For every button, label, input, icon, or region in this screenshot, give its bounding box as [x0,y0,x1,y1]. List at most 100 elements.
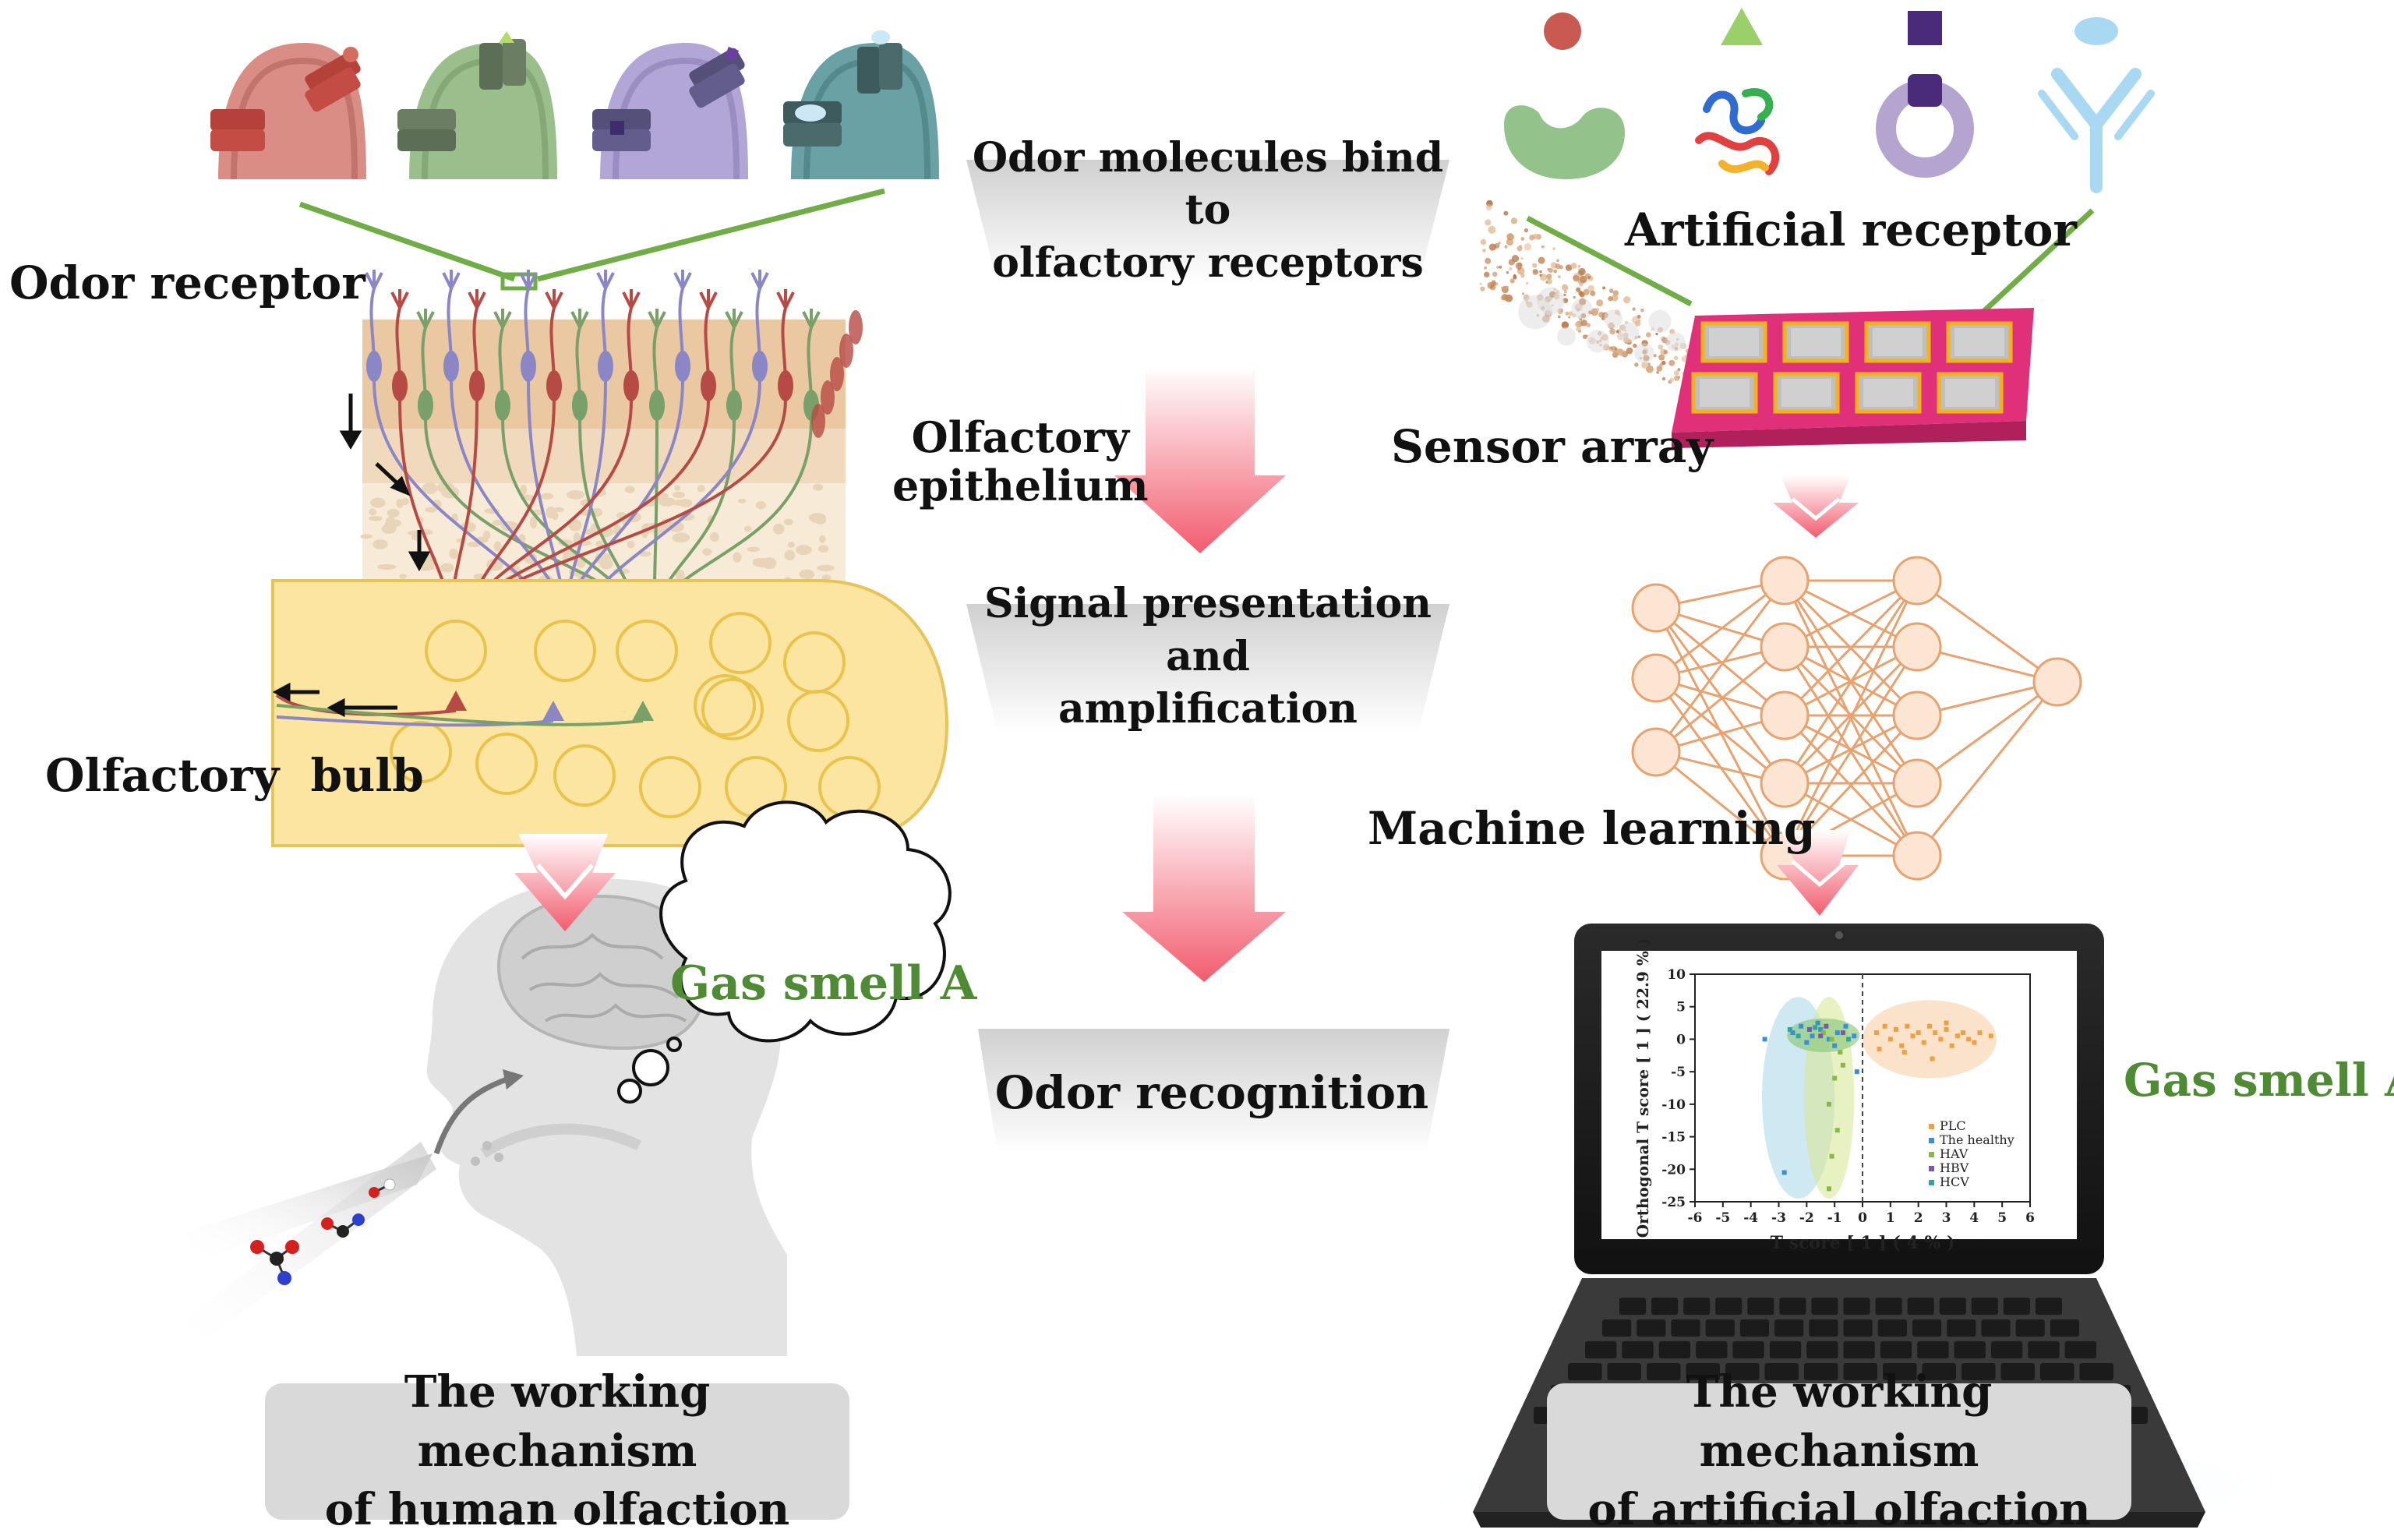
data-point [1944,1020,1949,1026]
thought-text: Gas smell A [670,956,977,1011]
x-tick-label: -2 [1799,1210,1814,1226]
y-tick-label: 5 [1676,1000,1686,1015]
purple-square-ligand [1908,11,1942,45]
data-point [1829,1037,1834,1042]
data-point [1894,1026,1898,1032]
artificial-olfaction-title: The working mechanism of artificial olfac… [1547,1366,2131,1535]
data-point [1921,1040,1926,1045]
odor-molecule-cone [175,1142,436,1356]
data-point [1796,1033,1801,1039]
olfactory-bulb-label: Olfactory bulb [45,749,424,802]
data-point [1854,1069,1859,1075]
olfactory-epithelium [360,270,863,648]
data-point [1966,1037,1972,1042]
artificial-receptor-label: Artificial receptor [1625,203,2077,256]
ring-receptor [1876,74,1974,178]
x-tick-label: 1 [1886,1210,1895,1226]
step3-text: Odor recognition [994,1065,1429,1119]
human-title-line2: of human olfaction [324,1484,790,1536]
artificial-title-line2: of artificial olfaction [1587,1484,2091,1536]
data-point [1949,1043,1954,1048]
human-olfaction-title: The working mechanism of human olfaction [265,1366,849,1535]
olfactory-epithelium-line2: epithelium [892,461,1149,511]
step2-box: Signal presentation and amplification [966,580,1449,733]
y-tick-label: 0 [1676,1032,1686,1047]
data-point [1790,1030,1796,1036]
receptor-cell-purple [592,43,748,180]
data-point [1815,1020,1820,1026]
x-tick-label: -3 [1771,1210,1786,1226]
y-tick-label: 10 [1667,967,1686,983]
data-point [1827,1037,1831,1042]
human-title-line1: The working mechanism [404,1366,711,1477]
legend-marker [1929,1138,1934,1143]
data-point [1838,1050,1843,1055]
odor-receptor-cells [210,30,939,180]
flow-arrows-black [272,394,431,718]
step2-line2: amplification [1058,685,1358,733]
x-tick-label: 4 [1969,1210,1979,1226]
step2-line1: Signal presentation and [983,580,1432,680]
data-point [1944,1026,1949,1032]
data-point [1799,1023,1804,1029]
artificial-receptors [1504,8,2155,314]
antibody-receptor [2038,68,2155,193]
data-point [1827,1186,1831,1192]
data-point [1905,1023,1910,1029]
data-point [1781,1170,1787,1175]
data-point [1813,1025,1818,1030]
x-tick-label: -1 [1827,1210,1842,1226]
data-point [1988,1033,1993,1039]
artificial-title-line1: The working mechanism [1686,1366,1993,1477]
left-down-arrow [514,834,616,931]
x-tick-label: 0 [1858,1210,1867,1226]
green-triangle-ligand [1721,8,1763,45]
legend-entry: HCV [1940,1174,1969,1189]
data-point [1938,1037,1944,1042]
data-point [1827,1101,1831,1107]
data-point [1824,1023,1829,1029]
x-tick-label: 3 [1942,1210,1951,1226]
x-tick-label: -4 [1743,1210,1758,1226]
data-point [1846,1037,1852,1042]
data-point [1916,1030,1921,1036]
data-point [1877,1046,1882,1051]
data-point [1810,1033,1815,1039]
thought-bubble [617,800,952,1104]
step1-line1: Odor molecules bind to [972,133,1444,235]
data-point [1901,1050,1907,1055]
receptor-cell-teal [783,30,939,180]
data-point [1834,1128,1840,1133]
y-tick-label: -20 [1661,1162,1686,1178]
data-point [1762,1037,1767,1042]
y-tick-label: -10 [1661,1097,1686,1113]
x-axis-label: T score [ 1 ] ( 4 % ) [1771,1233,1955,1253]
data-point [1804,1040,1810,1045]
data-point [1834,1030,1840,1036]
data-point [1961,1030,1965,1036]
step3-box: Odor recognition [978,1044,1446,1142]
data-point [1933,1030,1938,1036]
olfactory-epithelium-line1: Olfactory [911,412,1130,462]
red-circle-ligand [1544,12,1581,50]
gas-plume [1479,200,1701,400]
y-axis-label: Orthogonal T score [ 1 ] ( 22.9 % ) [1633,938,1652,1238]
x-tick-label: 6 [2025,1210,2035,1226]
data-point [1818,1026,1824,1032]
data-point [1972,1040,1977,1045]
data-point [1927,1023,1932,1029]
step1-line2: olfactory receptors [992,238,1424,287]
data-point [1787,1026,1792,1032]
sensor-array [1672,308,2034,448]
legend-marker [1929,1166,1934,1171]
data-point [1829,1153,1834,1159]
data-point [1818,1033,1824,1039]
data-point [1832,1076,1838,1081]
x-tick-label: 5 [1997,1210,2007,1226]
data-point [1977,1030,1983,1036]
protein-receptor [1695,88,1780,175]
data-point [1820,1030,1826,1036]
neural-network [1631,556,2082,881]
